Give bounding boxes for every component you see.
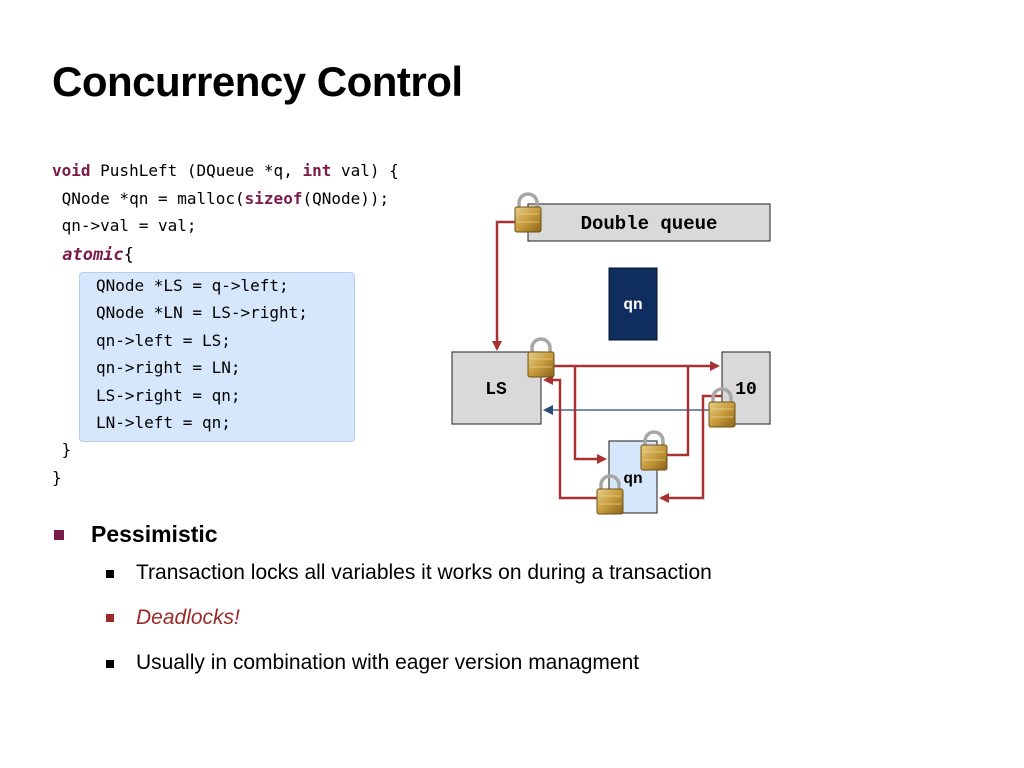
code-line-close-outer: }: [52, 468, 62, 487]
code-keyword-void: void: [52, 161, 91, 180]
code-line-signature: void PushLeft (DQueue *q, int val) {: [52, 161, 399, 181]
sub-bullet-deadlocks: Deadlocks!: [136, 606, 240, 629]
code-line-malloc: QNode *qn = malloc(sizeof(QNode));: [52, 189, 390, 209]
sub-bullet-marker: [106, 660, 114, 668]
sub-bullet-marker: [106, 614, 114, 622]
qn-new-node-label: qn: [623, 296, 642, 314]
right-node-label: 10: [735, 380, 757, 400]
qn-inserted-node-label: qn: [623, 470, 642, 488]
code-keyword-atomic: atomic: [62, 245, 124, 265]
double-queue-label: Double queue: [581, 213, 718, 235]
code-atomic-line: qn->right = LN;: [96, 358, 241, 377]
arrow-ls-to-qn: [573, 366, 607, 464]
lock-icon: [526, 337, 556, 379]
code-atomic-line: LN->left = qn;: [96, 413, 231, 432]
code-atomic-line: LS->right = qn;: [96, 386, 241, 405]
qn-new-node-box: [608, 267, 658, 341]
sub-bullet-eager: Usually in combination with eager versio…: [136, 651, 640, 674]
code-text: val) {: [331, 161, 399, 180]
code-text: {: [123, 245, 134, 265]
atomic-block-highlight: [79, 272, 355, 442]
code-atomic-line: QNode *LS = q->left;: [96, 276, 289, 295]
code-keyword-sizeof: sizeof: [244, 189, 303, 208]
bullet-pessimistic: Pessimistic: [91, 521, 218, 547]
sub-bullet-marker: [106, 570, 114, 578]
sub-bullet-locks: Transaction locks all variables it works…: [136, 561, 712, 584]
code-text: (QNode));: [302, 189, 390, 208]
code-line-close-inner: }: [52, 440, 72, 459]
lock-icon: [513, 192, 543, 234]
code-line-atomic: atomic{: [52, 245, 134, 265]
arrow-queue-to-ls: [492, 220, 528, 351]
arrow-qn-to-ls: [543, 375, 609, 500]
lock-icon: [639, 430, 669, 472]
double-queue-box: [527, 203, 771, 242]
ls-node-label: LS: [485, 380, 507, 400]
ls-node-box: [451, 351, 542, 425]
code-atomic-line: QNode *LN = LS->right;: [96, 303, 308, 322]
code-line-assign-val: qn->val = val;: [52, 216, 197, 235]
code-atomic-line: qn->left = LS;: [96, 331, 231, 350]
page-title: Concurrency Control: [52, 58, 463, 105]
code-keyword-int: int: [302, 161, 332, 180]
bullet-marker: [54, 530, 64, 540]
code-text: QNode *qn = malloc(: [52, 189, 245, 208]
code-text: PushLeft (DQueue *q,: [90, 161, 303, 180]
